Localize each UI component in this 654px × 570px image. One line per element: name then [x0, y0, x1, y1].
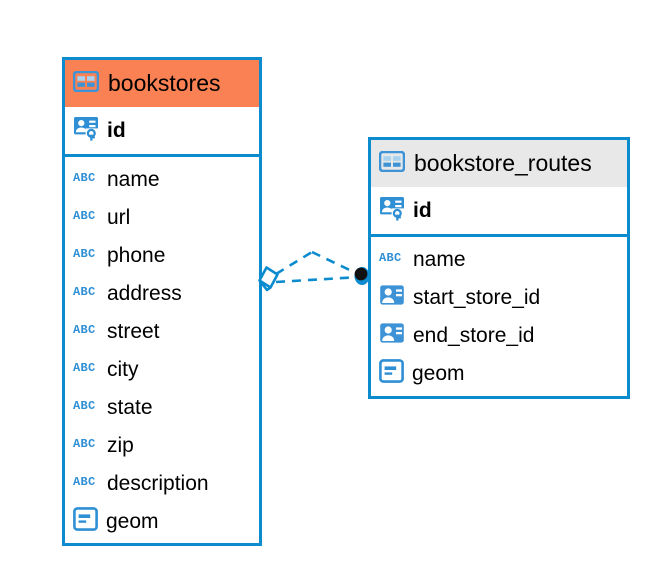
primary-key-icon [379, 196, 405, 226]
svg-text:ABC: ABC [73, 399, 96, 412]
field-row-zip[interactable]: ABC zip [65, 426, 259, 464]
field-label-city: city [107, 357, 139, 381]
geometry-type-icon [73, 506, 98, 536]
primary-key-icon [73, 116, 99, 146]
string-type-icon: ABC [73, 284, 99, 303]
field-label-street: street [107, 319, 160, 343]
entity-bookstores[interactable]: bookstores id [62, 57, 262, 546]
table-icon [72, 70, 100, 97]
string-type-icon: ABC [379, 250, 405, 269]
field-row-id[interactable]: id [371, 187, 627, 234]
field-row-start-store-id[interactable]: start_store_id [371, 278, 627, 316]
field-label-name: name [413, 247, 466, 271]
string-type-icon: ABC [73, 474, 99, 493]
field-label-address: address [107, 281, 182, 305]
field-row-description[interactable]: ABC description [65, 464, 259, 502]
foreign-key-icon [379, 321, 405, 350]
field-row-street[interactable]: ABC street [65, 312, 259, 350]
field-list-bookstores: ABC name ABC url ABC p [65, 157, 259, 540]
hollow-diamond-marker [258, 266, 279, 292]
string-type-icon: ABC [73, 246, 99, 265]
field-row-url[interactable]: ABC url [65, 198, 259, 236]
field-row-name[interactable]: ABC name [65, 160, 259, 198]
field-label-phone: phone [107, 243, 166, 267]
field-label-url: url [107, 205, 131, 229]
field-row-end-store-id[interactable]: end_store_id [371, 316, 627, 354]
field-label-id: id [413, 199, 432, 222]
field-row-city[interactable]: ABC city [65, 350, 259, 388]
field-row-name[interactable]: ABC name [371, 240, 627, 278]
field-label-state: state [107, 395, 153, 419]
field-label-end-store-id: end_store_id [413, 323, 535, 347]
relationship-connector[interactable] [250, 238, 380, 318]
filled-dot-marker [354, 267, 370, 285]
string-type-icon: ABC [73, 170, 99, 189]
relationship-line-middle [275, 275, 361, 284]
svg-text:ABC: ABC [73, 285, 96, 298]
field-row-geom[interactable]: geom [371, 354, 627, 392]
relationship-line-lower [311, 250, 359, 276]
entity-title-bookstores: bookstores [108, 70, 221, 96]
field-label-id: id [107, 119, 126, 142]
field-row-state[interactable]: ABC state [65, 388, 259, 426]
svg-text:ABC: ABC [73, 323, 96, 336]
field-label-start-store-id: start_store_id [413, 285, 541, 309]
primary-key-section: id [65, 107, 259, 157]
field-list-bookstore-routes: ABC name start_store_id [371, 237, 627, 392]
svg-text:ABC: ABC [73, 171, 96, 184]
string-type-icon: ABC [73, 360, 99, 379]
foreign-key-icon [379, 283, 405, 312]
field-label-geom: geom [412, 361, 465, 385]
svg-text:ABC: ABC [379, 251, 402, 264]
string-type-icon: ABC [73, 322, 99, 341]
string-type-icon: ABC [73, 208, 99, 227]
svg-text:ABC: ABC [73, 209, 96, 222]
primary-key-section: id [371, 187, 627, 237]
entity-bookstore-routes[interactable]: bookstore_routes [368, 137, 630, 399]
field-label-description: description [107, 471, 209, 495]
entity-header-bookstores[interactable]: bookstores [65, 60, 259, 107]
entity-header-bookstore-routes[interactable]: bookstore_routes [371, 140, 627, 187]
field-label-geom: geom [106, 509, 159, 533]
svg-text:ABC: ABC [73, 247, 96, 260]
field-row-geom[interactable]: geom [65, 502, 259, 540]
table-icon [378, 150, 406, 177]
relationship-line-upper [275, 250, 313, 276]
field-row-phone[interactable]: ABC phone [65, 236, 259, 274]
entity-title-bookstore-routes: bookstore_routes [414, 150, 592, 176]
field-row-address[interactable]: ABC address [65, 274, 259, 312]
field-label-zip: zip [107, 433, 134, 457]
geometry-type-icon [379, 358, 404, 388]
string-type-icon: ABC [73, 398, 99, 417]
svg-text:ABC: ABC [73, 437, 96, 450]
string-type-icon: ABC [73, 436, 99, 455]
svg-text:ABC: ABC [73, 361, 96, 374]
field-row-id[interactable]: id [65, 107, 259, 154]
field-label-name: name [107, 167, 160, 191]
svg-text:ABC: ABC [73, 475, 96, 488]
